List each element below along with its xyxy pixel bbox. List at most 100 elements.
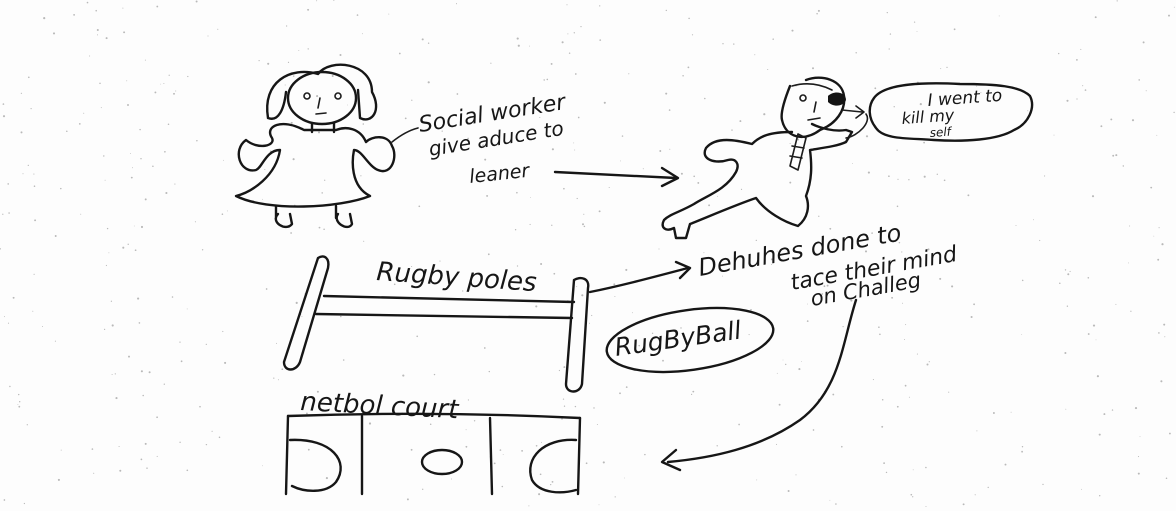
scan-speck (563, 188, 565, 190)
scan-speck (843, 326, 844, 327)
scan-speck (503, 454, 504, 455)
scan-speck (946, 67, 947, 68)
scan-speck (175, 90, 176, 91)
scan-speck (1065, 269, 1066, 270)
scan-speck (551, 63, 553, 65)
scan-speck (465, 446, 467, 448)
scan-speck (818, 216, 819, 217)
scan-speck (659, 150, 661, 152)
scan-speck (566, 4, 567, 5)
scan-speck (576, 286, 577, 287)
scan-speck (319, 227, 321, 229)
court-left-edge (286, 416, 288, 494)
scan-speck (223, 160, 224, 161)
scan-speck (357, 14, 359, 16)
scan-speck (53, 32, 55, 34)
scan-speck (756, 479, 757, 480)
student-body (663, 124, 852, 238)
scan-speck (1005, 464, 1007, 466)
scan-speck (321, 192, 323, 194)
scan-speck (73, 14, 75, 16)
scan-speck (891, 297, 893, 299)
scan-speck (692, 391, 694, 393)
scan-speck (181, 360, 183, 362)
scan-speck (1082, 85, 1083, 86)
scan-speck (1064, 352, 1066, 354)
scan-speck (626, 386, 628, 388)
scan-speck (578, 117, 580, 119)
scan-speck (4, 499, 6, 501)
nose (318, 98, 320, 108)
scan-speck (434, 374, 435, 375)
scan-speck (103, 155, 104, 156)
scan-speck (795, 474, 796, 475)
scan-speck (586, 462, 588, 464)
court-divider-2 (490, 418, 492, 494)
scan-speck (18, 406, 20, 408)
scan-speck (515, 229, 516, 230)
scan-speck (628, 73, 629, 74)
scan-speck (1146, 90, 1147, 91)
scan-speck (790, 143, 791, 144)
scan-speck (24, 503, 25, 504)
scan-speck (202, 249, 203, 250)
scan-speck (1067, 273, 1069, 275)
scan-speck (951, 285, 953, 287)
scan-speck (21, 131, 23, 133)
scan-speck (562, 41, 564, 43)
scan-speck (816, 13, 817, 14)
scan-speck (2, 214, 3, 215)
crossbar-top (324, 296, 574, 302)
scan-speck (165, 192, 167, 194)
scan-speck (779, 404, 781, 406)
scan-speck (1022, 446, 1023, 447)
scan-speck (1022, 280, 1024, 282)
scan-speck (517, 38, 519, 40)
student-left-eye (800, 95, 806, 101)
scan-speck (486, 195, 488, 197)
scan-speck (1058, 53, 1059, 54)
scan-speck (1159, 227, 1160, 228)
scan-speck (273, 377, 274, 378)
scan-speck (750, 309, 752, 311)
scan-speck (1110, 118, 1112, 120)
scan-speck (722, 43, 723, 44)
scan-speck (1092, 195, 1094, 197)
scan-speck (23, 173, 24, 174)
scan-speck (126, 80, 127, 81)
scan-speck (516, 192, 518, 194)
scan-speck (521, 450, 523, 452)
scan-speck (132, 167, 133, 168)
scan-speck (179, 442, 180, 443)
scan-speck (763, 113, 765, 115)
scan-speck (697, 182, 699, 184)
scan-speck (582, 223, 584, 225)
scan-speck (31, 108, 32, 109)
scan-speck (620, 160, 621, 161)
scan-speck (416, 336, 418, 338)
scan-speck (34, 219, 36, 221)
scan-speck (196, 140, 197, 141)
scan-speck (1129, 225, 1130, 226)
caption-line-3: leaner (468, 160, 531, 188)
scan-speck (1042, 484, 1043, 485)
scan-speck (662, 360, 664, 362)
scan-speck (581, 294, 583, 296)
scan-speck (219, 437, 221, 439)
scan-speck (574, 32, 575, 33)
scan-speck (783, 360, 784, 361)
scan-speck (1067, 306, 1068, 307)
scan-speck (457, 93, 459, 95)
scan-speck (9, 386, 10, 387)
scan-speck (307, 9, 309, 11)
scan-speck (788, 490, 790, 492)
scan-speck (575, 406, 576, 407)
scan-speck (58, 479, 60, 481)
scan-speck (3, 103, 5, 105)
scan-speck (538, 493, 540, 495)
scan-speck (106, 37, 108, 39)
scan-speck (1115, 304, 1116, 305)
scan-speck (643, 168, 644, 169)
scan-speck (494, 463, 496, 465)
